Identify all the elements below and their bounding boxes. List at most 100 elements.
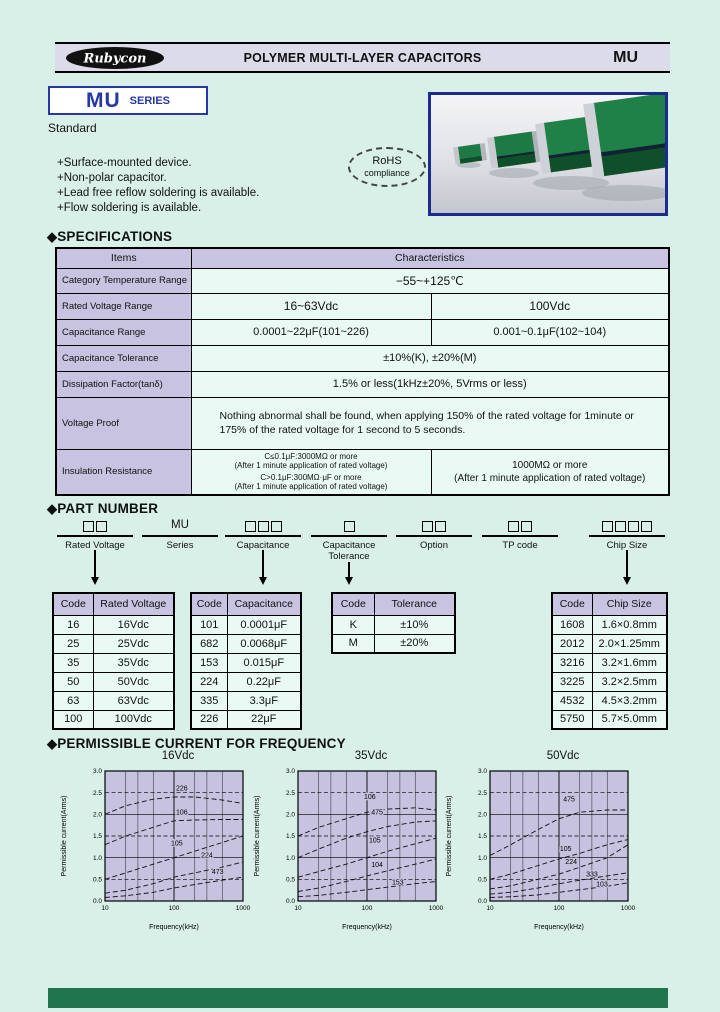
series-curve	[104, 796, 244, 815]
series-label: 333	[586, 872, 598, 879]
capacitor-chips-illustration	[453, 90, 695, 201]
spec-row-label: Capacitance Tolerance	[55, 344, 192, 372]
series-curve	[489, 844, 629, 890]
svg-text:100: 100	[169, 905, 180, 912]
series-label: 224	[565, 859, 577, 866]
standard-label: Standard	[48, 121, 97, 135]
col-header: Code	[190, 592, 228, 616]
footer-bar	[48, 988, 668, 1008]
pn-label-series: Series	[166, 540, 194, 551]
series-suffix: SERIES	[129, 94, 171, 107]
series-curve	[489, 839, 629, 880]
series-curve	[297, 807, 437, 837]
header-series-code: MU	[613, 48, 638, 66]
pn-label-tolerance: Capacitance Tolerance	[322, 540, 376, 562]
spec-ir-low1-note: (After 1 minute application of rated vol…	[234, 461, 388, 470]
specifications-table: Items Characteristics Category Temperatu…	[55, 247, 670, 496]
svg-text:10: 10	[101, 905, 109, 912]
svg-text:1.5: 1.5	[286, 833, 295, 840]
spec-col-items: Items	[55, 247, 192, 269]
svg-text:1000: 1000	[621, 905, 636, 912]
product-photo	[428, 90, 695, 216]
spec-ir-low1: C≤0.1μF:3000MΩ or more	[264, 451, 358, 461]
svg-text:1000: 1000	[429, 905, 444, 912]
feature-item: +Lead free reflow soldering is available…	[57, 187, 260, 199]
series-curve	[104, 861, 244, 894]
spec-ir-low2: C>0.1μF:300MΩ·μF or more	[260, 472, 362, 482]
chart-title: 35Vdc	[354, 750, 388, 762]
svg-text:3.0: 3.0	[93, 768, 102, 775]
chart-title: 16Vdc	[161, 750, 195, 762]
series-curve	[297, 837, 437, 878]
series-label: 105	[369, 838, 381, 845]
pn-boxes	[482, 518, 558, 532]
page-title: POLYMER MULTI-LAYER CAPACITORS	[243, 50, 482, 65]
series-label: 226	[176, 786, 188, 793]
series-curve	[297, 820, 437, 859]
series-label: 106	[176, 809, 188, 816]
spec-voltage-low: 16~63Vdc	[190, 292, 432, 320]
spec-ir-high-value: 1000MΩ or more	[512, 459, 588, 471]
pn-group-capacitance: Capacitance	[225, 518, 301, 551]
x-axis-label: Frequency(kHz)	[149, 924, 199, 931]
rohs-line2: compliance	[364, 168, 410, 178]
spec-row-label: Voltage Proof	[55, 396, 192, 450]
svg-text:0.0: 0.0	[478, 898, 487, 905]
arrow-capacitance	[259, 550, 267, 585]
svg-text:2.5: 2.5	[93, 790, 102, 797]
series-label: 106	[364, 794, 376, 801]
series-curve	[489, 872, 629, 895]
arrow-tolerance	[345, 562, 353, 585]
spec-voltage-high: 100Vdc	[430, 292, 670, 320]
series-curve	[297, 881, 437, 898]
y-axis-label: Permissible current(Arms)	[61, 796, 68, 877]
series-label: 105	[171, 841, 183, 848]
pn-group-option: Option	[396, 518, 472, 551]
diamond-icon: ◆	[47, 736, 58, 751]
spec-row-label: Capacitance Range	[55, 318, 192, 346]
series-name: MU	[85, 88, 121, 112]
rubycon-logo: Rubycon	[65, 46, 165, 70]
col-header: Capacitance	[226, 592, 302, 616]
svg-text:Rubycon: Rubycon	[83, 51, 147, 66]
svg-text:3.0: 3.0	[478, 768, 487, 775]
svg-text:0.5: 0.5	[478, 877, 487, 884]
svg-text:10: 10	[486, 905, 494, 912]
svg-text:1.0: 1.0	[478, 855, 487, 862]
pn-group-rated-voltage: Rated Voltage	[57, 518, 133, 551]
x-axis-label: Frequency(kHz)	[534, 924, 584, 931]
series-curve	[104, 835, 244, 880]
specifications-heading: ◆SPECIFICATIONS	[47, 229, 173, 244]
spec-row-label: Insulation Resistance	[55, 448, 192, 495]
table-row: K±10%	[331, 614, 456, 635]
pn-boxes	[225, 518, 301, 532]
spec-ir-low2-note: (After 1 minute application of rated vol…	[234, 482, 388, 491]
spec-row-label: Category Temperature Range	[55, 267, 192, 294]
series-label: 475	[371, 809, 383, 816]
arrow-chip-size	[623, 550, 631, 585]
series-title-box: MU SERIES	[48, 86, 208, 115]
svg-text:1.5: 1.5	[93, 833, 102, 840]
col-header: Rated Voltage	[92, 592, 175, 616]
svg-text:0.5: 0.5	[93, 877, 102, 884]
spec-proof-value: Nothing abnormal shall be found, when ap…	[190, 396, 670, 450]
spec-cap-low: 0.0001~22μF(101~226)	[190, 318, 432, 346]
series-label: 104	[371, 862, 383, 869]
